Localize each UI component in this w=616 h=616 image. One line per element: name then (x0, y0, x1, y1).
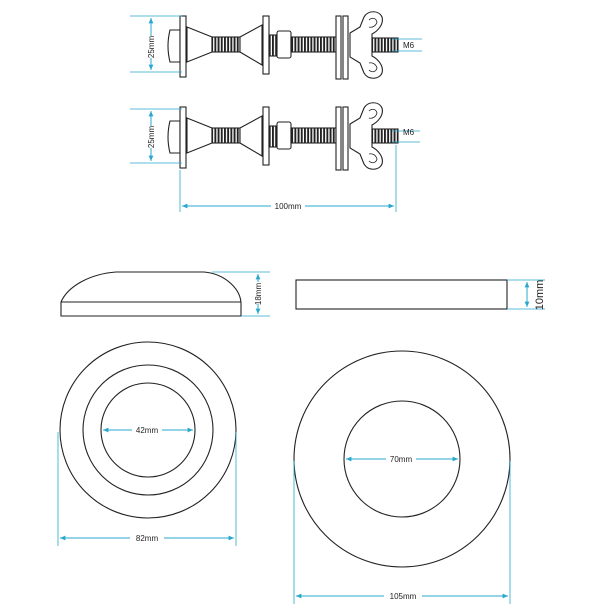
washer-outer-diameter-label: 105mm (390, 592, 417, 601)
cap-inner-diameter-dimension: 42mm (103, 425, 193, 435)
cap-inner-diameter-label: 42mm (136, 426, 159, 435)
bolt-bottom: 25mm M6 100mm (130, 102, 420, 212)
washer-outer-diameter-dimension: 105mm (293, 461, 511, 604)
bolt-top-thread-label: M6 (403, 41, 415, 50)
cap-top-view: 42mm 82mm (57, 341, 237, 546)
cap-height-dimension: 18mm (212, 271, 270, 317)
bolt-bottom-height-dimension: 25mm (130, 108, 182, 164)
washer-height-dimension: 10mm (507, 279, 546, 311)
bolt-bottom-thread-label: M6 (403, 128, 415, 137)
bolt-bottom-thread-dimension: M6 (392, 128, 420, 143)
cap-outer-diameter-label: 82mm (136, 534, 159, 543)
bolt-length-dimension: 100mm (179, 145, 397, 212)
bolt-top-height-label: 25mm (147, 36, 156, 59)
washer-top-view: 70mm 105mm (293, 350, 511, 604)
cap-outer-diameter-dimension: 82mm (57, 432, 237, 546)
washer-inner-diameter-dimension: 70mm (346, 454, 458, 464)
bolt-bottom-height-label: 25mm (147, 126, 156, 149)
bolt-length-label: 100mm (275, 202, 302, 211)
bolt-top-height-dimension: 25mm (130, 15, 182, 73)
bolt-top-body (167, 11, 399, 80)
bolt-top-thread-dimension: M6 (392, 38, 422, 52)
bolt-bottom-body (167, 102, 399, 171)
bolt-top: 25mm M6 (130, 11, 422, 80)
washer-inner-diameter-label: 70mm (390, 455, 413, 464)
cap-height-label: 18mm (254, 283, 263, 306)
cap-side-view: 18mm (60, 271, 270, 317)
washer-side-view: 10mm (295, 279, 546, 311)
washer-height-label: 10mm (534, 280, 546, 311)
